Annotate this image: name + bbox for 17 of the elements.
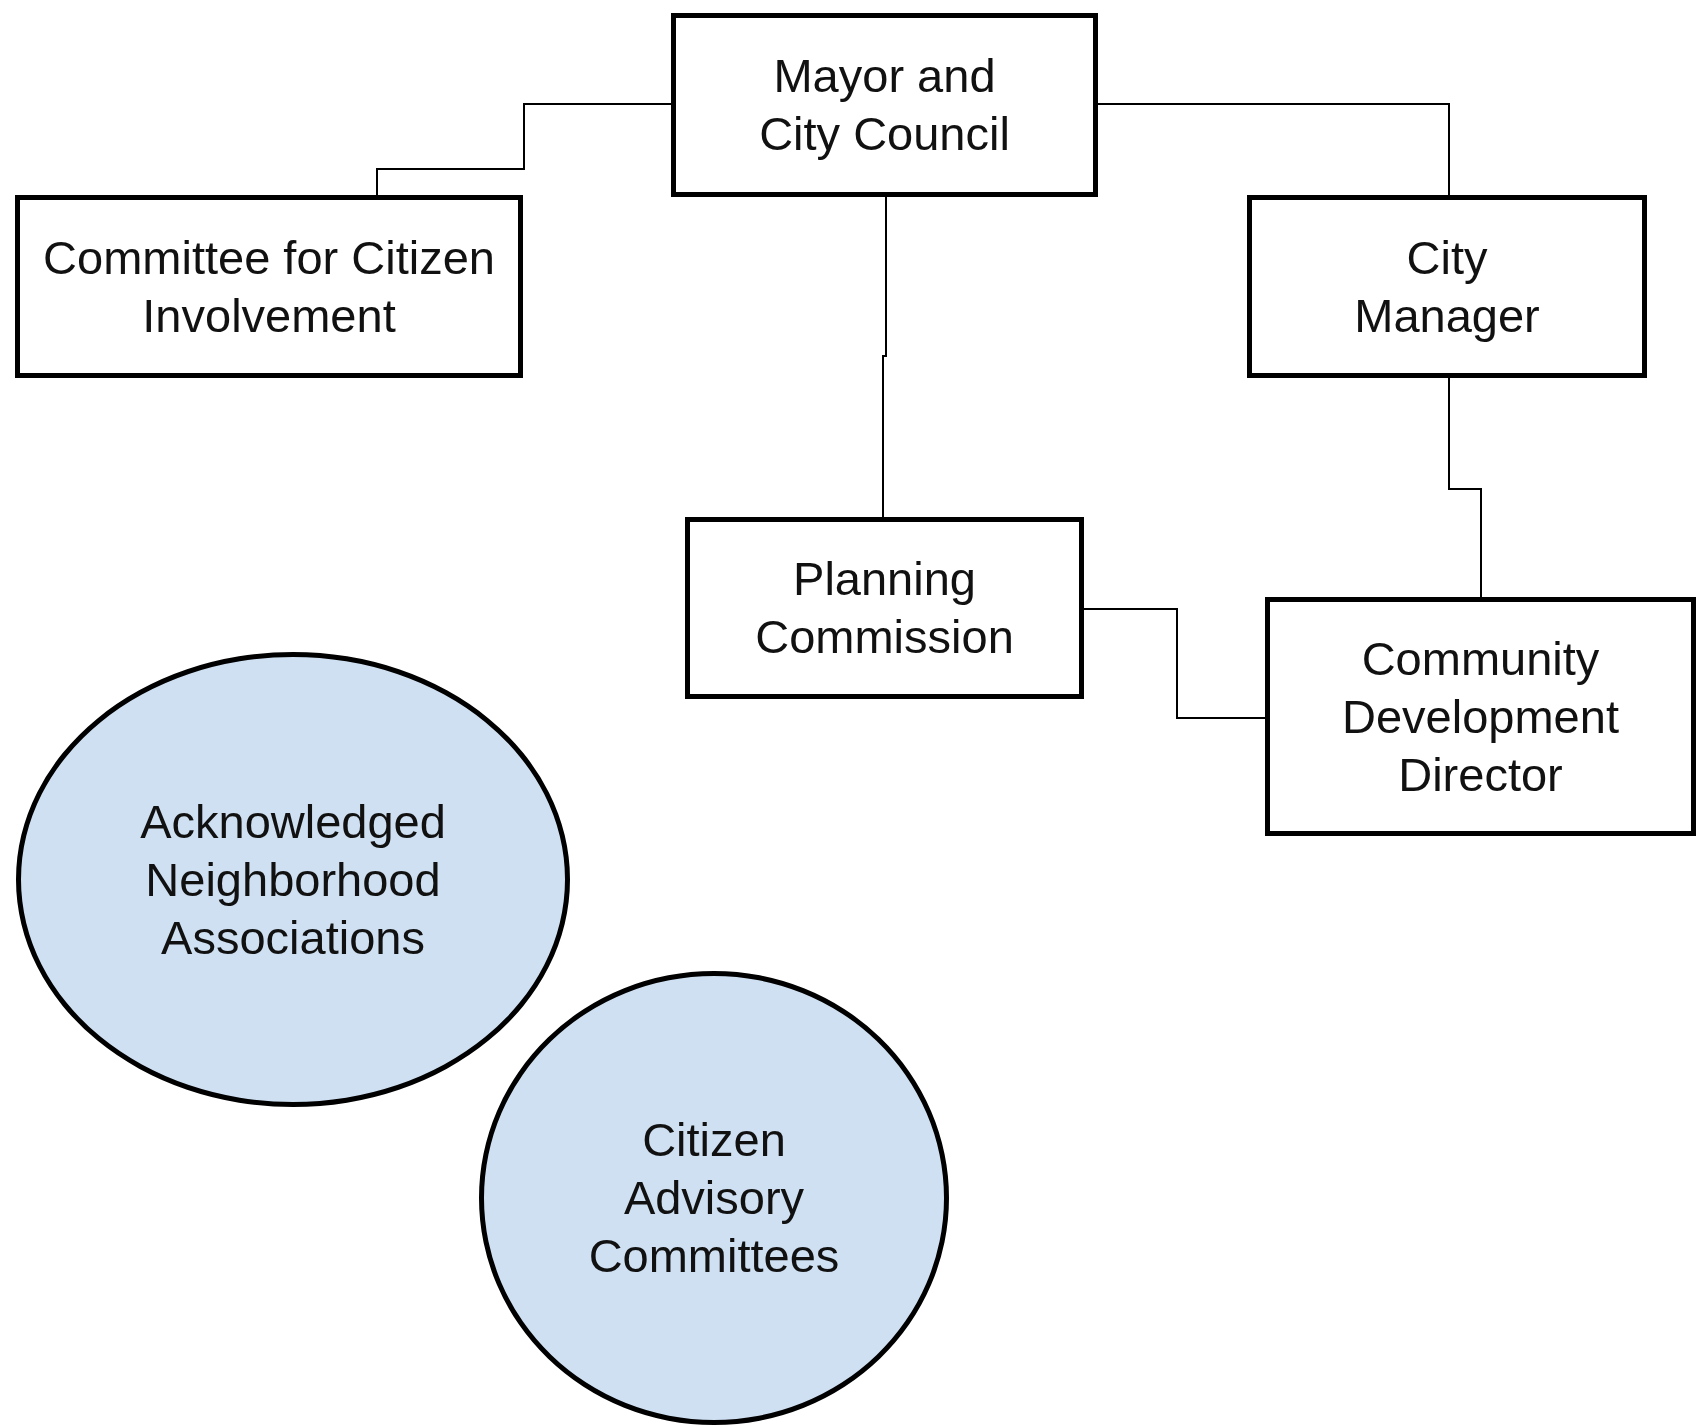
node-label: Community Development Director (1341, 630, 1620, 803)
org-box (685, 517, 1084, 699)
node-label: Committee for Citizen Involvement (42, 229, 496, 344)
connector-line (376, 103, 672, 196)
connector-line (1097, 103, 1450, 196)
node-label: Citizen Advisory Committees (587, 1112, 841, 1284)
connector-line (1083, 608, 1266, 719)
connector-line (882, 196, 887, 518)
connector-line (1448, 377, 1482, 598)
org-box (1265, 597, 1696, 836)
org-box (1247, 195, 1647, 378)
node-label: Mayor and City Council (758, 48, 1011, 162)
org-box (671, 13, 1098, 197)
node-label: City Manager (1353, 229, 1541, 344)
node-label: Acknowledged Neighborhood Associations (139, 793, 447, 966)
org-box (15, 195, 523, 378)
node-label: Planning Commission (754, 551, 1015, 665)
